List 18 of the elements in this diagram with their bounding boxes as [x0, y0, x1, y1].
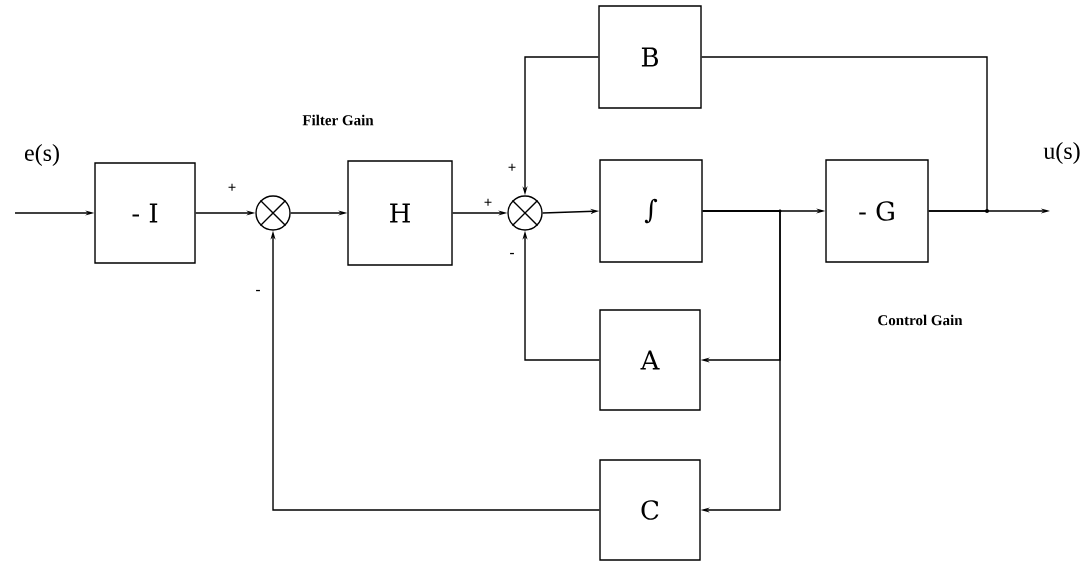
block-box: - I — [94, 162, 196, 264]
signal-label: u(s) — [1043, 142, 1080, 164]
summing-junction — [255, 195, 291, 231]
block-box: - G — [825, 159, 929, 263]
sign-label: + — [228, 183, 236, 191]
sign-label: + — [508, 163, 516, 171]
block-box: H — [347, 160, 453, 266]
block-box: C — [599, 459, 701, 561]
sign-label: - — [510, 252, 514, 255]
gain-label: Control Gain — [878, 314, 963, 326]
summing-junction — [507, 195, 543, 231]
sign-label: - — [256, 289, 260, 292]
block-box: B — [598, 5, 702, 109]
block-box: A — [599, 309, 701, 411]
signal-label: e(s) — [24, 144, 59, 166]
gain-label: Filter Gain — [302, 114, 374, 126]
sign-label: + — [484, 198, 492, 206]
block-box: ∫ — [599, 159, 703, 263]
